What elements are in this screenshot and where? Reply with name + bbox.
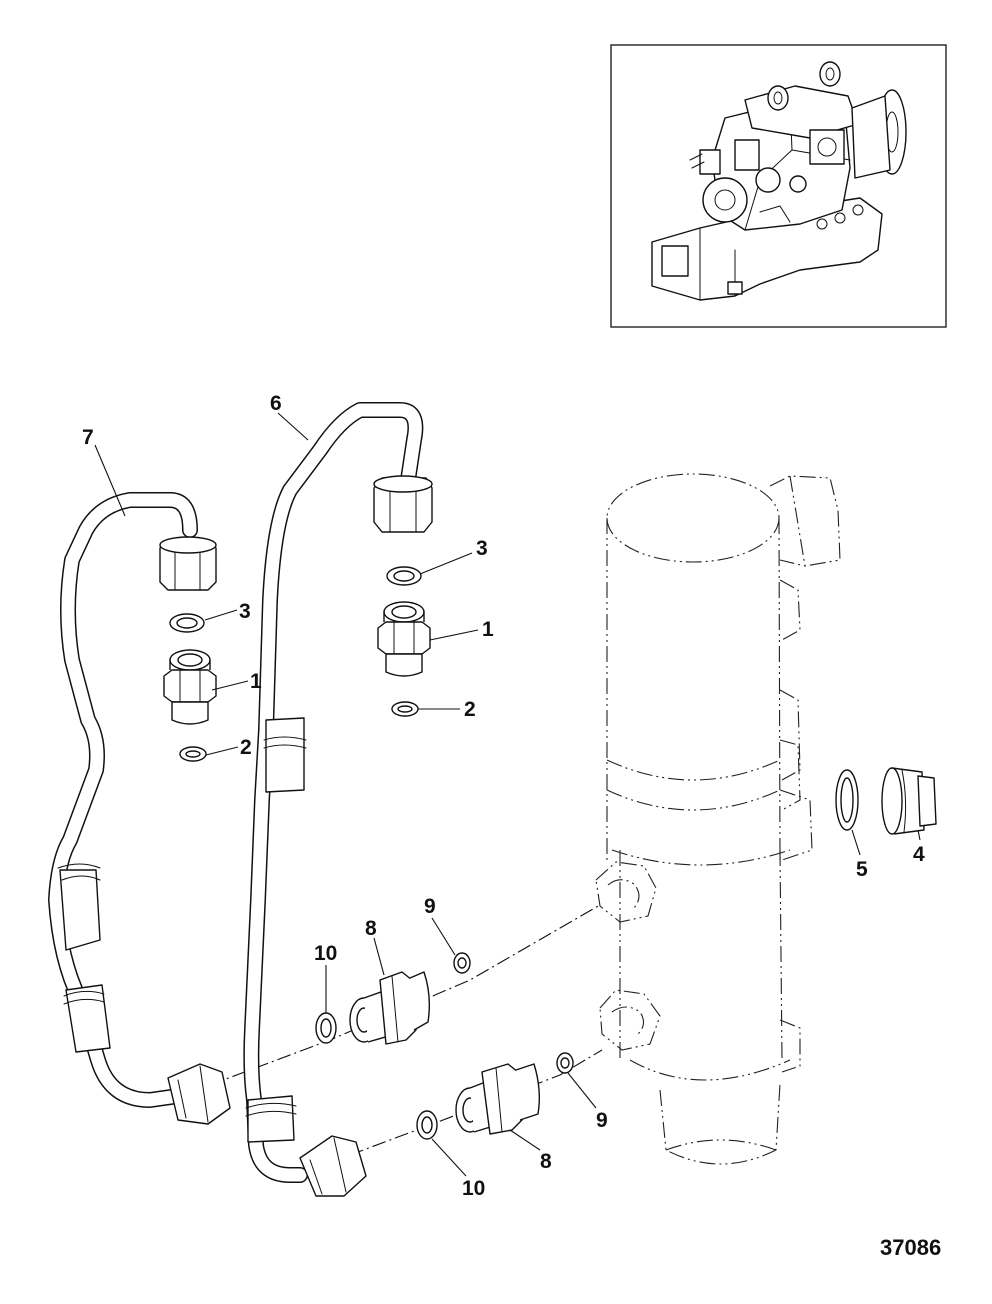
- callout-2-right: 2: [464, 698, 476, 721]
- washer-9-lower: [556, 1052, 574, 1074]
- fitting-8-upper: [349, 971, 431, 1045]
- figure-number: 37086: [880, 1235, 941, 1260]
- callout-9-lower: 9: [596, 1109, 608, 1132]
- callout-labels: 7 6 3 3 1 1 2 2 4 5 8 9 10 9 8 10: [82, 392, 925, 1200]
- washer-3-left: [169, 613, 205, 633]
- engine-locator-inset: [610, 44, 947, 328]
- washer-10-upper: [315, 1012, 337, 1044]
- leader-lines: [94, 412, 921, 1177]
- callout-6: 6: [270, 392, 282, 415]
- washer-9-upper: [453, 952, 471, 974]
- callout-9-upper: 9: [424, 895, 436, 918]
- washer-10-lower: [416, 1110, 438, 1140]
- callout-8-upper: 8: [365, 917, 377, 940]
- engine-illustration: [651, 61, 907, 301]
- callout-3-right: 3: [476, 537, 488, 560]
- callout-10-lower: 10: [462, 1177, 485, 1200]
- callout-1-right: 1: [482, 618, 494, 641]
- fitting-8-lower: [455, 1063, 541, 1135]
- callout-4: 4: [913, 843, 925, 866]
- tube-7: [48, 492, 231, 1125]
- callout-7: 7: [82, 426, 94, 449]
- callout-10-upper: 10: [314, 942, 337, 965]
- callout-1-left: 1: [250, 670, 262, 693]
- fitting-1-left: [163, 649, 217, 725]
- cooler-housing-phantom: [595, 473, 841, 1165]
- fitting-1-right: [377, 601, 431, 677]
- washer-5: [835, 769, 859, 831]
- tube-6: [243, 402, 433, 1197]
- washer-2-right: [391, 701, 419, 717]
- callout-5: 5: [856, 858, 868, 881]
- callout-2-left: 2: [240, 736, 252, 759]
- washer-3-right: [386, 566, 422, 586]
- plug-4: [881, 767, 937, 835]
- callout-3-left: 3: [239, 600, 251, 623]
- washer-2-left: [179, 746, 207, 762]
- callout-8-lower: 8: [540, 1150, 552, 1173]
